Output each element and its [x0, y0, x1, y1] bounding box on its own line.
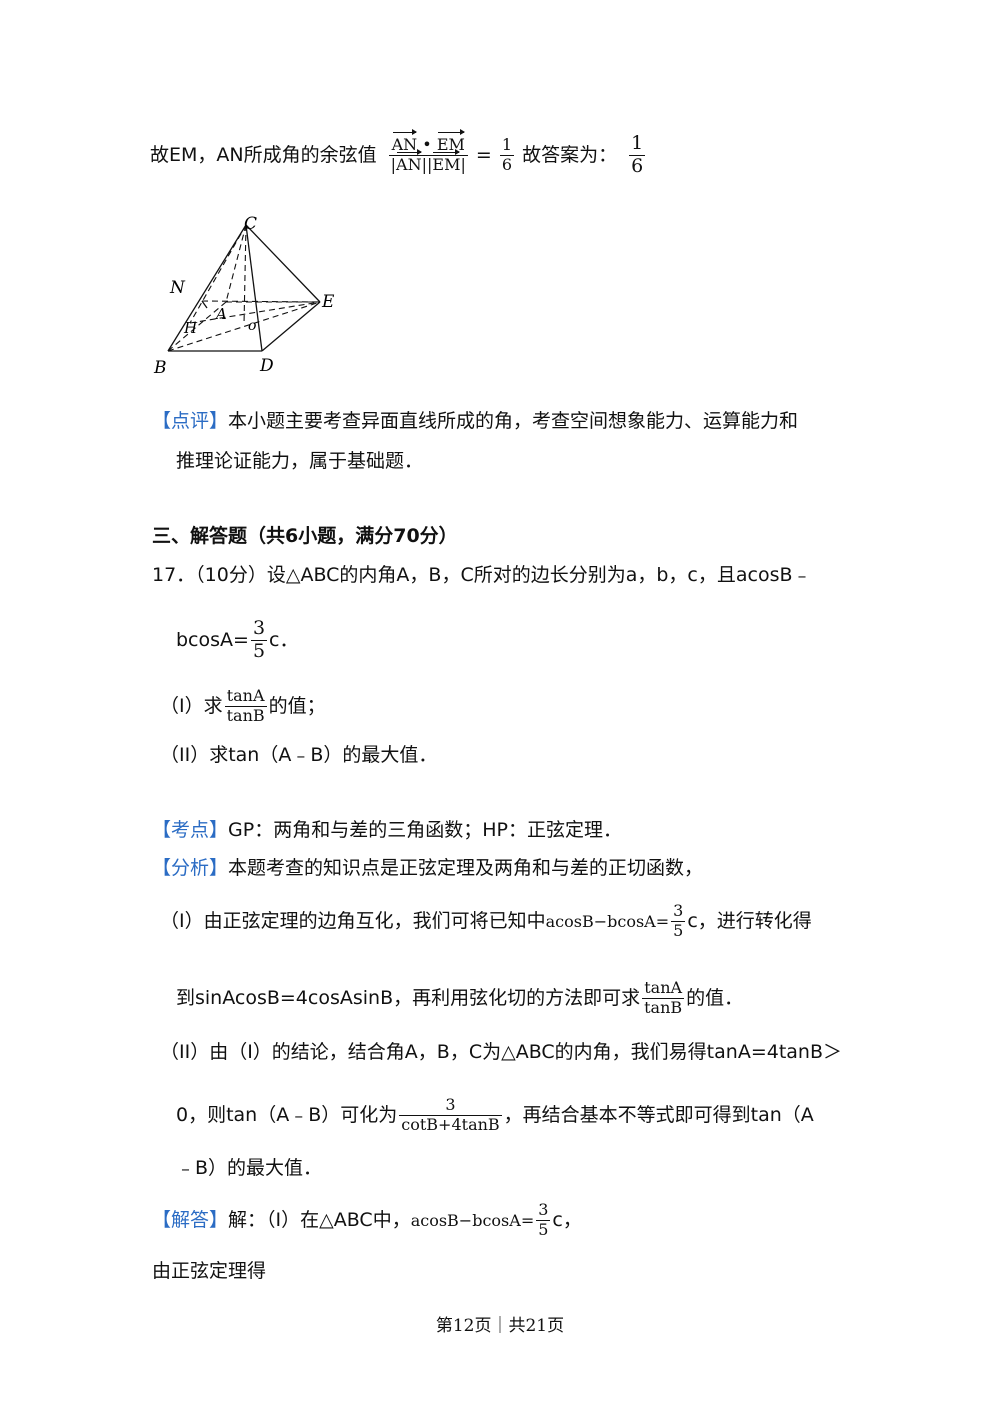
dot-operator: • — [422, 135, 432, 155]
edge-cb — [167, 224, 247, 352]
answer-numerator: 1 — [631, 132, 644, 154]
label-h: H — [183, 319, 198, 337]
fenxi-tag: 【分析】 — [152, 857, 229, 879]
cosine-line: 故EM，AN所成角的余弦值 AN • EM |AN||EM| = 1 6 故答案… — [150, 129, 647, 177]
fenxi-ii2-numerator: 3 — [445, 1095, 456, 1114]
jieda-expr: acosB−bcosA= — [410, 1210, 535, 1230]
cosine-prefix: 故EM，AN所成角的余弦值 — [150, 143, 377, 166]
q17-part-1-denominator: tanB — [224, 705, 267, 725]
jieda-pre: 解：（I）在△ABC中， — [228, 1208, 411, 1231]
value-numerator: 1 — [501, 135, 513, 155]
q17-numerator: 3 — [252, 617, 266, 639]
fenxi-ii2-post: ，再结合基本不等式即可得到tan（A — [503, 1103, 814, 1126]
label-a: A — [214, 305, 227, 323]
height-co-hidden — [243, 224, 247, 326]
edge-ca-hidden — [225, 224, 247, 303]
fenxi-ii2-pre: 0，则tan（A﹣B）可化为 — [176, 1103, 398, 1126]
line-he-hidden — [189, 301, 321, 324]
q17-part-1-pre: （I）求 — [160, 694, 223, 717]
q17-denominator: 5 — [250, 639, 268, 662]
label-c: C — [244, 214, 257, 234]
q17-part-1-numerator: tanA — [226, 686, 265, 705]
value-denominator: 6 — [499, 154, 515, 174]
comment-line-2: 推理论证能力，属于基础题． — [176, 452, 423, 471]
segment-nh — [201, 300, 208, 309]
fenxi-i2-pre: 到sinAcosB=4cosAsinB，再利用弦化切的方法即可求 — [176, 986, 641, 1009]
fenxi-text: 本题考查的知识点是正弦定理及两角和与差的正切函数， — [228, 857, 704, 879]
cosine-fraction: AN • EM |AN||EM| — [388, 129, 468, 174]
edge-ce — [245, 224, 321, 303]
vector-em: EM — [436, 129, 465, 155]
fenxi-i-expr: acosB−bcosA= — [545, 911, 670, 931]
edge-cd — [245, 224, 263, 352]
label-e: E — [321, 292, 335, 312]
fenxi-ii-line-3: ﹣B）的最大值． — [176, 1157, 323, 1179]
fenxi-i2-denominator: tanB — [642, 997, 685, 1017]
fenxi-ii-line-1: （II）由（I）的结论，结合角A，B，C为△ABC的内角，我们易得tanA=4t… — [160, 1041, 842, 1063]
kaodian-tag: 【考点】 — [152, 819, 229, 841]
comment-text-1: 本小题主要考查异面直线所成的角，考查空间想象能力、运算能力和 — [228, 410, 799, 432]
label-b: B — [153, 358, 167, 378]
q17-part-1-post: 的值； — [268, 694, 326, 717]
q17-post: c． — [269, 628, 299, 651]
answer-label: 故答案为： — [522, 143, 618, 166]
section-heading: 三、解答题（共6小题，满分70分） — [152, 525, 458, 547]
vector-an: AN — [391, 129, 418, 155]
fenxi-i-denominator: 5 — [671, 920, 686, 940]
q17-expr: bcosA= — [176, 628, 249, 651]
comment-tag: 【点评】 — [152, 410, 229, 432]
norm-separator: || — [421, 154, 433, 174]
label-n: N — [169, 278, 186, 298]
vector-an-norm: AN — [396, 149, 422, 174]
fenxi-i-numerator: 3 — [673, 901, 684, 920]
line-ch-hidden — [189, 224, 247, 324]
kaodian-line: 【考点】GP：两角和与差的三角函数；HP：正弦定理． — [152, 821, 622, 840]
fenxi-ii2-denominator: cotB+4tanB — [399, 1114, 502, 1134]
jieda-numerator: 3 — [538, 1200, 549, 1219]
answer-denominator: 6 — [629, 154, 646, 177]
answer-fraction: 1 6 — [629, 132, 646, 177]
fenxi-i2-post: 的值． — [686, 986, 744, 1009]
q17-line-1: 17．（10分）设△ABC的内角A，B，C所对的边长分别为a，b，c，且acos… — [152, 564, 812, 586]
edge-ba-hidden — [167, 301, 227, 352]
page-footer: 第12页｜共21页 — [435, 1316, 565, 1336]
jieda-next-line: 由正弦定理得 — [152, 1260, 267, 1282]
fenxi-line: 【分析】本题考查的知识点是正弦定理及两角和与差的正切函数， — [152, 859, 703, 878]
diagonal-be-hidden — [167, 301, 321, 352]
jieda-post: c， — [552, 1208, 582, 1231]
jieda-denominator: 5 — [536, 1219, 551, 1239]
q17-part-2: （II）求tan（A﹣B）的最大值． — [160, 744, 438, 766]
value-fraction: 1 6 — [499, 135, 515, 174]
comment-text-2: 推理论证能力，属于基础题． — [176, 450, 424, 472]
edge-de — [261, 301, 321, 352]
comment-line-1: 【点评】本小题主要考查异面直线所成的角，考查空间想象能力、运算能力和 — [152, 412, 798, 431]
fenxi-i-post: c，进行转化得 — [687, 909, 812, 932]
label-d: D — [259, 356, 274, 376]
pyramid-figure: C N E A H o B D — [153, 214, 335, 378]
equals-sign: = — [475, 143, 492, 166]
vector-em-norm: EM — [432, 149, 461, 174]
fenxi-i2-numerator: tanA — [644, 978, 683, 997]
label-o: o — [248, 318, 256, 334]
kaodian-text: GP：两角和与差的三角函数；HP：正弦定理． — [228, 819, 622, 841]
jieda-tag: 【解答】 — [152, 1208, 229, 1231]
fenxi-i-pre: （I）由正弦定理的边角互化，我们可将已知中 — [160, 909, 546, 932]
